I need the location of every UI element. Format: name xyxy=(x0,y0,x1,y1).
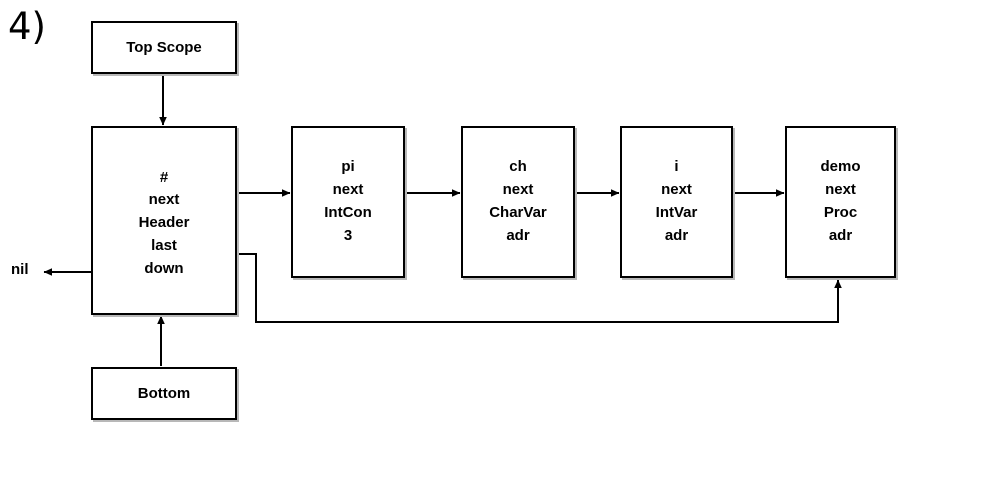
node-pi-fields: pi next IntCon 3 xyxy=(324,156,371,247)
node-i-fields: i next IntVar adr xyxy=(656,156,698,247)
node-ch-fields: ch next CharVar adr xyxy=(489,156,547,247)
node-demo-fields: demo next Proc adr xyxy=(820,156,860,247)
node-header-field-down: down xyxy=(144,259,184,277)
node-top-scope[interactable]: Top Scope xyxy=(91,21,237,74)
node-i-field-class: IntVar xyxy=(655,204,698,221)
node-demo-field-next: next xyxy=(825,181,856,199)
node-header-fields: # next Header last down xyxy=(139,167,190,281)
node-i[interactable]: i next IntVar adr xyxy=(620,126,733,278)
node-ch[interactable]: ch next CharVar adr xyxy=(461,126,575,278)
step-label: 4) xyxy=(8,5,46,48)
node-ch-field-value: adr xyxy=(506,226,530,244)
node-header[interactable]: # next Header last down xyxy=(91,126,237,315)
node-header-field-last: last xyxy=(151,236,177,254)
node-pi-field-next: next xyxy=(332,181,364,199)
node-ch-field-name: ch xyxy=(509,158,527,176)
node-pi-field-class: IntCon xyxy=(324,204,372,221)
nil-terminal-label: nil xyxy=(11,261,29,278)
node-pi-field-name: pi xyxy=(341,158,355,176)
node-demo-field-name: demo xyxy=(820,158,861,176)
node-bottom[interactable]: Bottom xyxy=(91,367,237,420)
node-demo-field-value: adr xyxy=(828,226,853,244)
node-i-field-value: adr xyxy=(664,226,689,244)
node-bottom-fields: Bottom xyxy=(138,385,191,403)
node-top-scope-title: Top Scope xyxy=(126,38,202,56)
node-top-scope-fields: Top Scope xyxy=(126,39,202,57)
node-header-field-next: next xyxy=(148,191,180,209)
node-ch-field-next: next xyxy=(502,181,534,199)
node-bottom-title: Bottom xyxy=(137,384,191,402)
node-pi[interactable]: pi next IntCon 3 xyxy=(291,126,405,278)
node-ch-field-class: CharVar xyxy=(489,204,547,221)
node-demo[interactable]: demo next Proc adr xyxy=(785,126,896,278)
node-i-field-next: next xyxy=(661,181,692,199)
node-header-field-name: # xyxy=(159,168,169,186)
node-demo-field-class: Proc xyxy=(823,204,858,221)
node-i-field-name: i xyxy=(674,158,679,176)
node-header-field-class: Header xyxy=(138,214,190,232)
node-pi-field-value: 3 xyxy=(343,226,353,244)
